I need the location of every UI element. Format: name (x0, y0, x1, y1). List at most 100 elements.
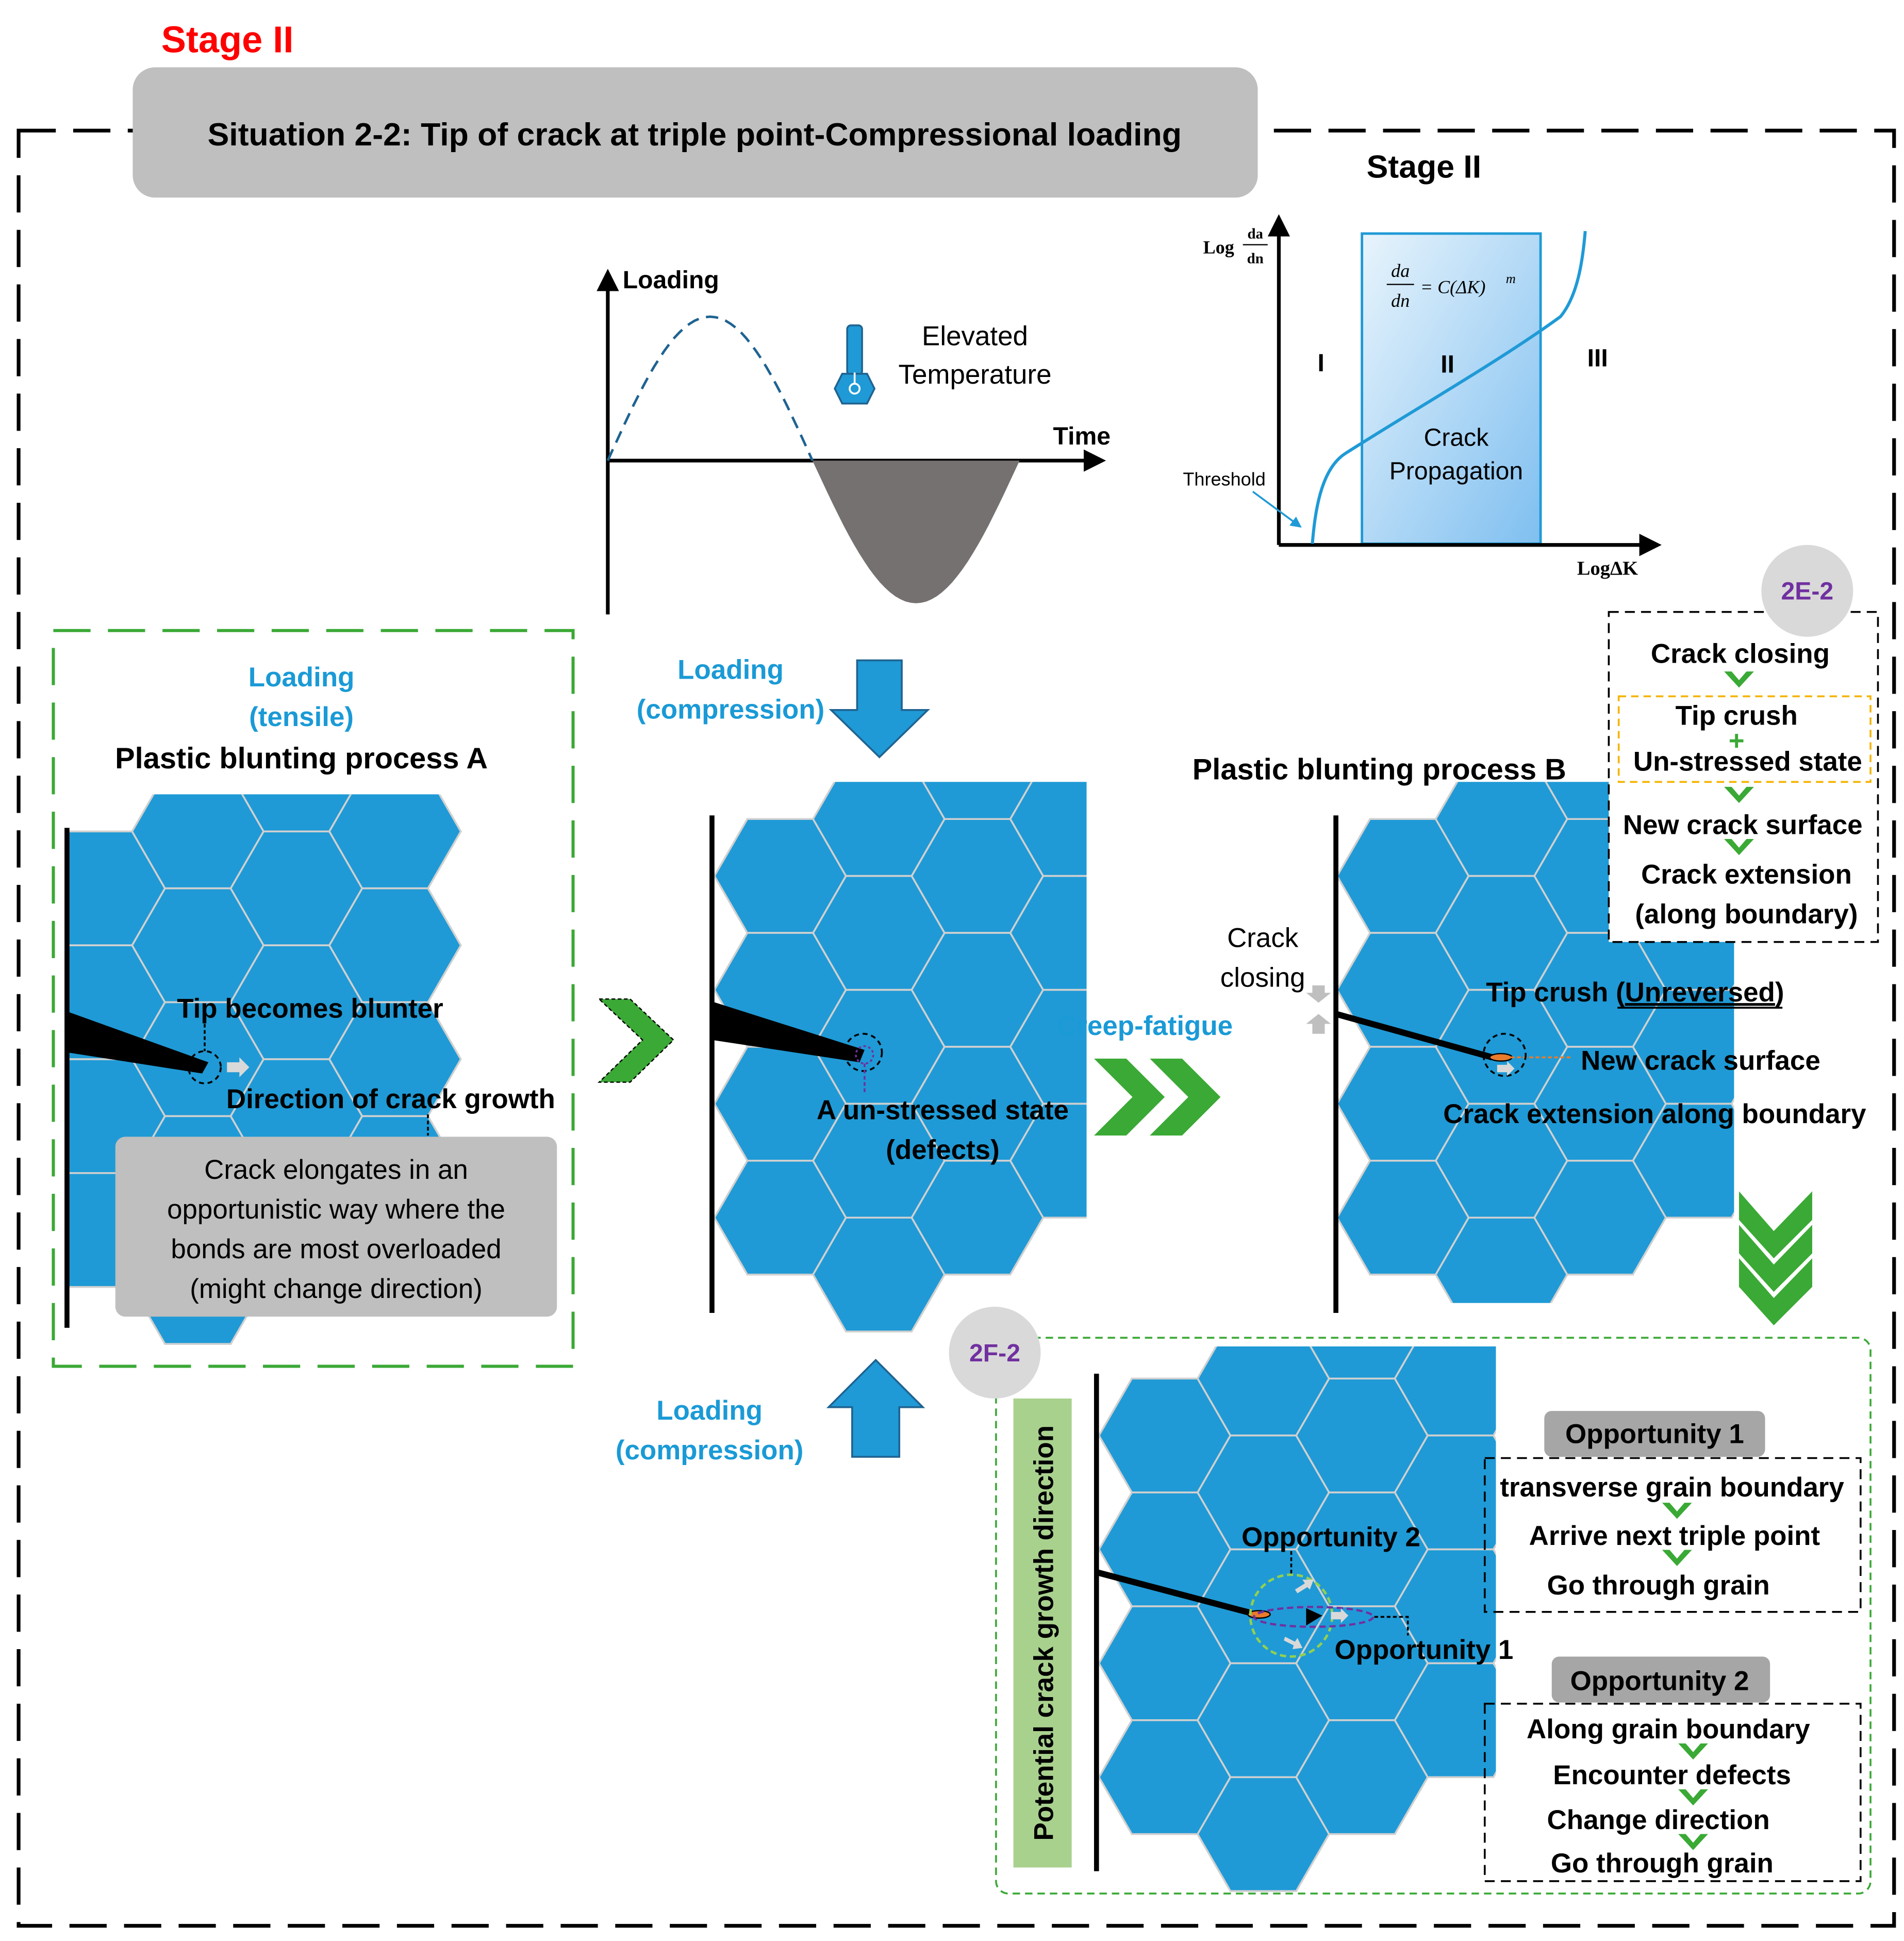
unreversed-label: Unreversed (1625, 977, 1775, 1008)
opp1-down-icon-2 (1662, 1550, 1692, 1566)
opp2-header-box (1551, 1656, 1770, 1703)
loading-compression-bottom-1: Loading (656, 1395, 763, 1426)
opp1-step-1: transverse grain boundary (1500, 1472, 1844, 1503)
paris-x-label: LogΔK (1577, 558, 1638, 580)
threshold-arrow (1252, 490, 1302, 528)
defect-marker (1306, 1608, 1322, 1626)
growth-arrow-f-down (1284, 1636, 1303, 1650)
opp2-step-3: Change direction (1547, 1805, 1770, 1835)
unstressed-state-label: A un-stressed state (817, 1095, 1069, 1126)
tip-crush-label: Tip crush (Unreversed) (1486, 977, 1784, 1008)
opp1-step-2: Arrive next triple point (1529, 1521, 1820, 1551)
compression-arrow-up-icon (826, 1358, 925, 1458)
defect-circle-middle (855, 1045, 874, 1065)
crack-f (1096, 1569, 1253, 1617)
formula-exp: m (1506, 271, 1516, 286)
formula-rhs: = C(ΔK) (1420, 276, 1486, 297)
crack-tip-circle-middle (843, 1032, 883, 1072)
flow-step-new-surface: New crack surface (1623, 810, 1863, 840)
creep-fatigue-label: Creep-fatigue (1057, 1011, 1233, 1041)
plus-icon: + (1729, 726, 1745, 756)
growth-arrow-a (227, 1057, 250, 1077)
closing-arrow-down-icon (1306, 985, 1331, 1003)
grain (1009, 875, 1087, 991)
region-i-label: I (1318, 349, 1324, 377)
opp1-step-3: Go through grain (1547, 1570, 1770, 1601)
opp2-header: Opportunity 2 (1570, 1666, 1749, 1696)
tensile-half-curve (606, 315, 814, 462)
flow-down-icon-1 (1724, 671, 1754, 688)
badge-2e2-label: 2E-2 (1781, 578, 1834, 605)
flow-down-icon-3 (1724, 838, 1754, 856)
panel-2f2-frame (995, 1337, 1872, 1895)
note-box-a (115, 1137, 557, 1317)
opp2-down-icon-1 (1678, 1743, 1708, 1760)
opp1-box (1484, 1457, 1862, 1613)
flow-step-crack-closing: Crack closing (1651, 638, 1830, 669)
crack-tip-circle-b (1482, 1032, 1527, 1077)
flow-step-along-boundary: (along boundary) (1635, 899, 1858, 930)
crack-b (1335, 1011, 1493, 1061)
propagation-label-2: Propagation (1389, 457, 1523, 485)
loading-compression-top-1: Loading (677, 655, 784, 685)
growth-arrow-f-up (1295, 1580, 1314, 1593)
note-line-1: Crack elongates in an (204, 1155, 468, 1185)
tip-crush-highlight-box (1617, 695, 1872, 783)
flow-2e2-box (1608, 611, 1879, 943)
tip-blunter-label: Tip becomes blunter (177, 993, 443, 1024)
vertical-label: Potential crack growth direction (1029, 1425, 1059, 1841)
chevron-icon (598, 998, 675, 1083)
badge-2f2-label: 2F-2 (969, 1339, 1020, 1367)
direction-label: Direction of crack growth (226, 1084, 555, 1114)
tip-crush-prefix: Tip crush ( (1486, 977, 1625, 1008)
opp2-step-2: Encounter defects (1553, 1760, 1791, 1790)
temperature-label: Temperature (899, 359, 1052, 390)
paris-title: Stage II (1367, 149, 1481, 185)
stage-label: Stage II (161, 20, 294, 61)
region-ii-label: II (1441, 350, 1454, 378)
opportunity-2-label: Opportunity 2 (1241, 1522, 1420, 1552)
grain (1009, 1103, 1087, 1219)
opportunity-1-leader (1374, 1616, 1409, 1636)
compression-arrow-down-icon (829, 659, 931, 759)
process-b-title: Plastic blunting process B (1193, 753, 1566, 786)
crack-a (67, 1011, 209, 1074)
grain (1632, 1103, 1734, 1219)
opp1-down-icon-1 (1662, 1503, 1692, 1519)
process-a-frame (52, 629, 575, 1368)
paris-y-log: Log (1203, 237, 1234, 257)
opp1-header: Opportunity 1 (1565, 1419, 1744, 1450)
crack-extension-label: Crack extension along boundary (1443, 1099, 1866, 1129)
tip-crush-suffix: ) (1775, 977, 1784, 1008)
closing-arrow-up-icon (1306, 1014, 1331, 1034)
double-chevron-icon-1 (1094, 1058, 1165, 1136)
opp2-down-icon-2 (1678, 1789, 1708, 1806)
grain-cluster-middle (714, 782, 1087, 1333)
situation-title-box (133, 67, 1258, 198)
threshold-label: Threshold (1183, 468, 1265, 489)
opp1-header-box (1544, 1411, 1765, 1457)
note-line-2: opportunistic way where the (167, 1194, 505, 1225)
loading-y-label: Loading (623, 266, 719, 294)
note-line-3: bonds are most overloaded (171, 1234, 501, 1264)
propagation-label-1: Crack (1424, 423, 1489, 451)
formula-den: dn (1391, 290, 1410, 311)
loading-x-label: Time (1053, 422, 1111, 450)
crushed-tip-b (1489, 1052, 1513, 1062)
loading-compression-top-2: (compression) (637, 695, 825, 725)
elevated-label: Elevated (922, 321, 1028, 351)
grain-cluster-f (1099, 1346, 1496, 1892)
paris-law-chart: Stage II Log da dn LogΔK I II III da dn … (1183, 149, 1662, 580)
double-chevron-icon-2 (1150, 1058, 1221, 1136)
crack-closing-label-1: Crack (1227, 923, 1299, 953)
grain (1009, 989, 1087, 1105)
opp2-step-4: Go through grain (1551, 1848, 1774, 1879)
triple-chevron-icon-3 (1739, 1258, 1812, 1326)
grain (1394, 1662, 1496, 1779)
loading-time-chart: Loading Time Elevated Temperature (597, 266, 1111, 615)
defects-label: (defects) (886, 1135, 1000, 1165)
region-iii-label: III (1587, 344, 1608, 372)
formula-num: da (1391, 260, 1410, 281)
opportunity-1-label: Opportunity 1 (1335, 1635, 1514, 1665)
loading-tensile-2: (tensile) (249, 702, 354, 732)
